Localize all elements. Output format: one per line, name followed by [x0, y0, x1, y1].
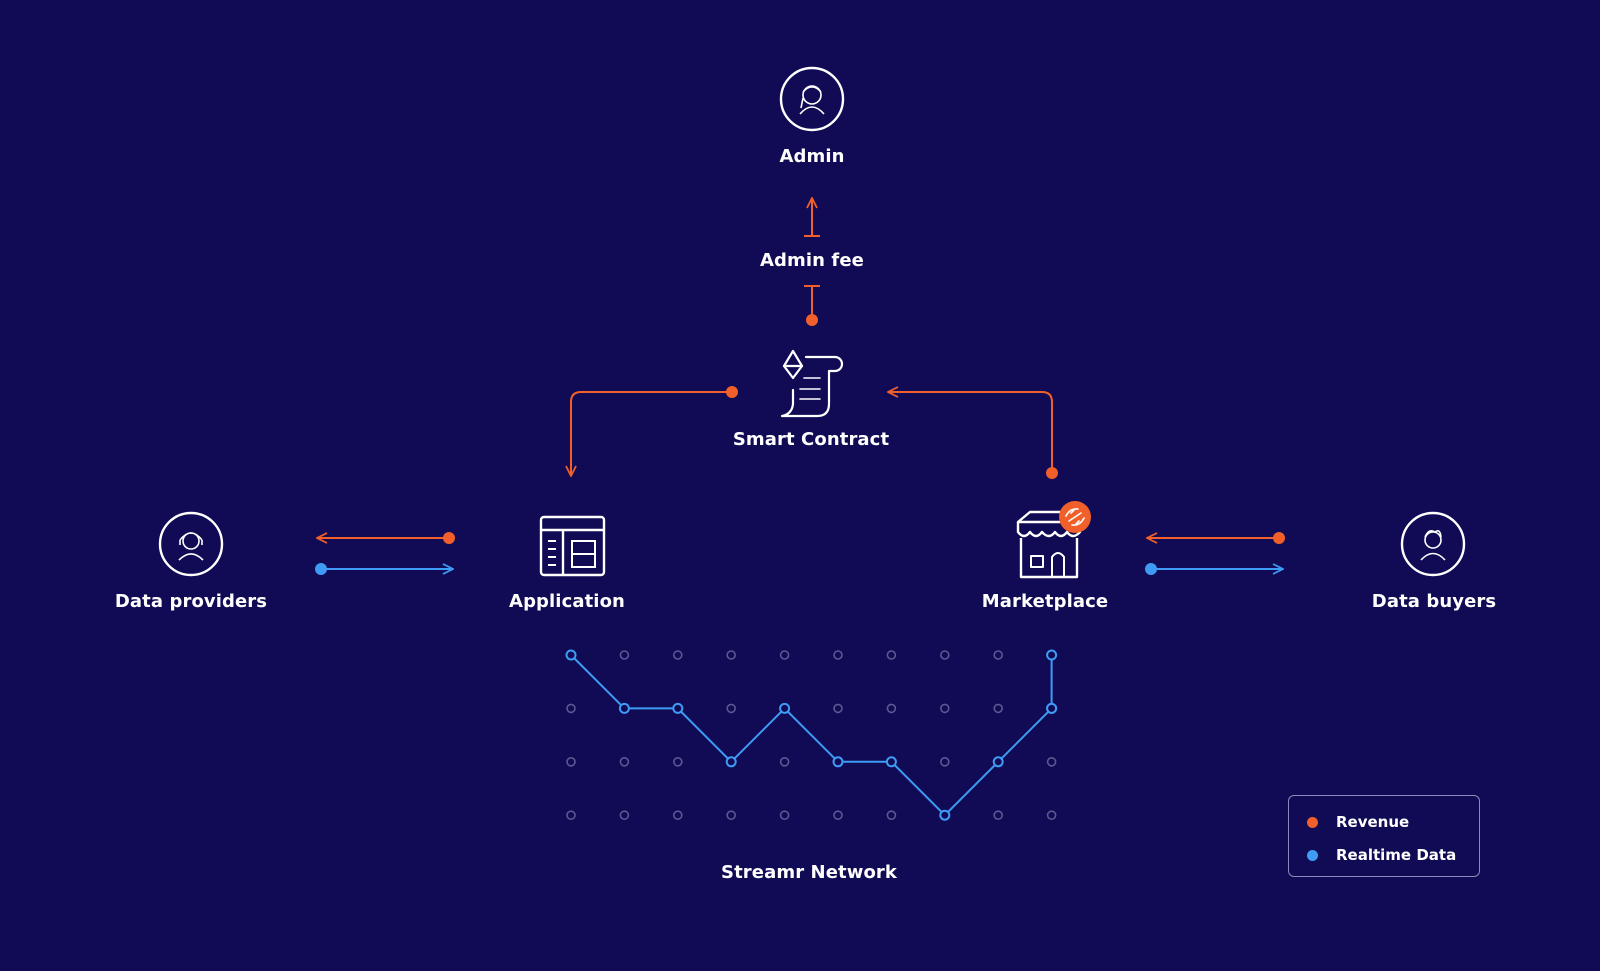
network-grid-node	[833, 810, 843, 821]
network-grid-node	[566, 703, 576, 714]
app-window-icon	[539, 515, 606, 577]
network-grid-node	[619, 650, 630, 660]
network-path-node	[1046, 649, 1058, 661]
network-grid-node	[619, 756, 630, 767]
legend-label-realtime: Realtime Data	[1336, 846, 1457, 864]
streamr-network-grid	[566, 650, 1057, 821]
network-grid-node	[993, 810, 1004, 821]
network-grid-node	[833, 650, 843, 660]
network-grid-node	[566, 810, 576, 821]
network-path-line	[570, 654, 1053, 817]
streamr-network-label: Streamr Network	[721, 862, 897, 883]
legend-label-revenue: Revenue	[1336, 813, 1410, 831]
smart-contract-label: Smart Contract	[732, 429, 890, 450]
network-path-node	[939, 809, 951, 821]
application-to-providers-revenue-arrow	[317, 532, 455, 544]
data-providers-label: Data providers	[114, 591, 268, 612]
revenue-dot-icon	[1307, 816, 1318, 828]
network-grid-node	[672, 810, 683, 821]
network-grid-node	[886, 810, 897, 821]
network-grid-node	[726, 703, 737, 714]
network-grid-node	[993, 703, 1004, 714]
data-buyers-label: Data buyers	[1371, 591, 1497, 612]
marketplace-label: Marketplace	[981, 591, 1109, 612]
marketplace-to-contract-arrow	[888, 392, 1058, 479]
contract-to-application-arrow	[571, 386, 738, 476]
admin-label: Admin	[779, 146, 845, 167]
network-grid-node	[833, 703, 843, 714]
network-path-node	[832, 756, 844, 768]
buyers-to-marketplace-revenue-arrow	[1147, 532, 1285, 544]
network-grid-node	[672, 756, 683, 767]
provider-avatar-icon	[158, 511, 224, 577]
network-grid-node	[939, 756, 950, 767]
realtime-dot-icon	[1307, 849, 1318, 861]
streamr-network-path	[565, 649, 1058, 821]
network-grid-node	[726, 810, 737, 821]
legend: Revenue Realtime Data	[1288, 795, 1480, 877]
network-path-node	[618, 702, 630, 714]
providers-to-application-data-arrow	[315, 563, 453, 575]
network-grid-node	[886, 650, 897, 660]
network-grid-node	[779, 756, 790, 767]
marketplace-to-buyers-data-arrow	[1145, 563, 1283, 575]
network-grid-node	[779, 810, 790, 821]
network-path-node	[672, 702, 684, 714]
network-grid-node	[1046, 810, 1057, 821]
admin-fee-arrow	[804, 198, 820, 237]
network-grid-node	[566, 756, 576, 767]
smart-contract-fee-connector	[804, 285, 820, 326]
application-label: Application	[509, 591, 625, 612]
network-grid-node	[939, 703, 950, 714]
admin-avatar-icon	[779, 66, 845, 132]
network-grid-node	[993, 650, 1004, 660]
buyer-avatar-icon	[1400, 511, 1466, 577]
legend-item-realtime: Realtime Data	[1307, 846, 1456, 864]
network-grid-node	[886, 703, 897, 714]
network-path-node	[725, 756, 737, 768]
network-path-node	[565, 649, 577, 661]
network-path-node	[885, 756, 897, 768]
network-grid-node	[672, 650, 683, 660]
admin-fee-label: Admin fee	[760, 250, 864, 271]
streamr-logo-icon	[1059, 501, 1091, 533]
network-grid-node	[726, 650, 737, 660]
network-grid-node	[779, 650, 790, 660]
network-grid-node	[619, 810, 630, 821]
network-grid-node	[1046, 756, 1057, 767]
network-grid-node	[939, 650, 950, 660]
ethereum-scroll-icon	[780, 349, 844, 418]
network-path-node	[992, 756, 1004, 768]
network-path-node	[779, 702, 791, 714]
network-path-node	[1046, 702, 1058, 714]
legend-item-revenue: Revenue	[1307, 813, 1409, 831]
